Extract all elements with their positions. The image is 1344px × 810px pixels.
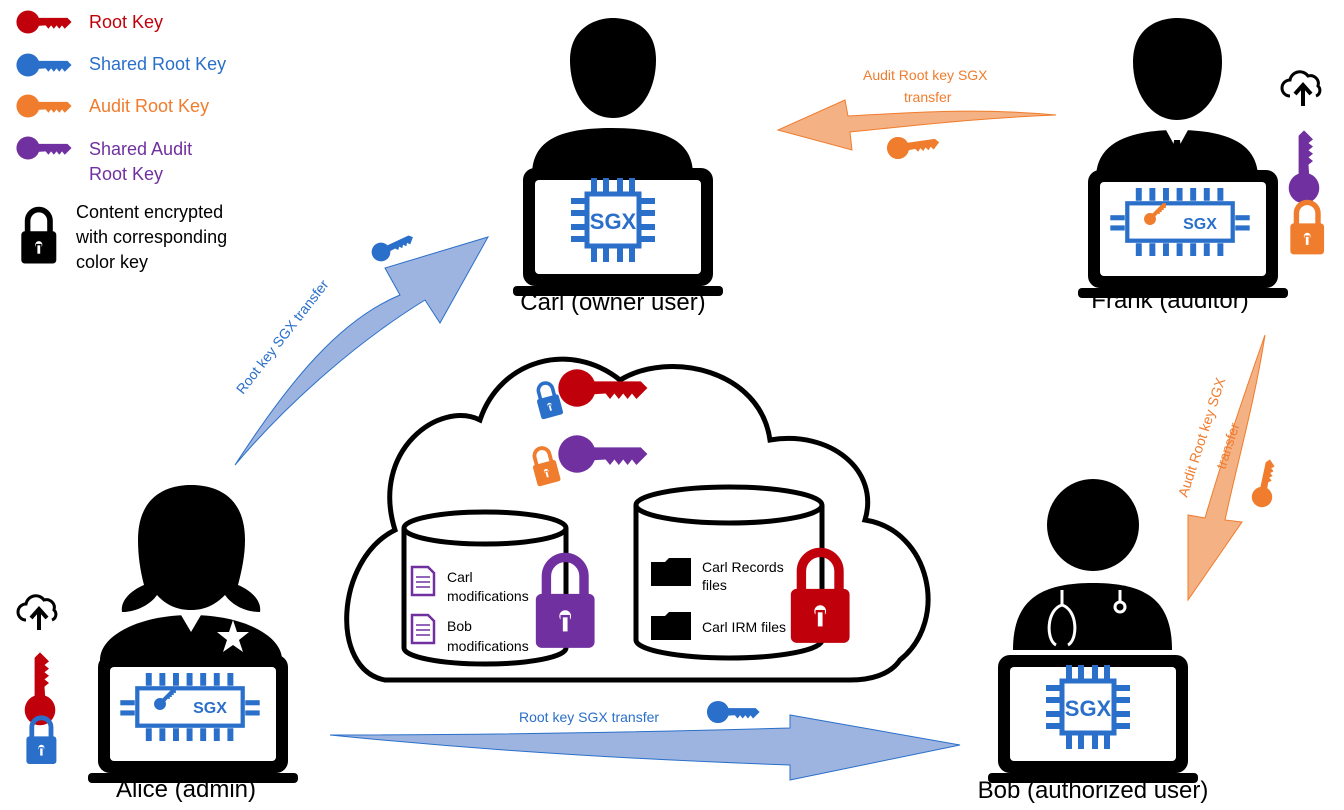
chip-label: SGX — [193, 700, 227, 717]
arrow-alice-to-carl — [234, 236, 490, 466]
frank-shared-audit-key-icon — [1288, 130, 1320, 204]
file-label: Carl Records — [702, 559, 784, 575]
key-icon-frank-to-bob — [1249, 457, 1280, 510]
chip-label: SGX — [1065, 696, 1112, 721]
person-label-frank: Frank (auditor) — [1091, 287, 1248, 314]
person-frank: SGX Frank (auditor) — [1078, 18, 1323, 314]
folder-icon — [651, 612, 691, 640]
file-label: Bob — [447, 618, 472, 634]
label-frank-to-carl-2: transfer — [904, 89, 952, 105]
legend-lock-label-3: color key — [76, 252, 148, 272]
person-label-alice: Alice (admin) — [116, 776, 256, 803]
arrow-frank-to-bob — [1187, 334, 1266, 602]
person-icon — [532, 18, 693, 175]
document-icon — [410, 565, 436, 597]
legend-lock-label-2: with corresponding — [75, 227, 227, 247]
cloud-upload-icon — [16, 593, 58, 632]
file-label: modifications — [447, 638, 529, 654]
arrow-alice-to-bob — [329, 714, 961, 781]
file-label: files — [702, 577, 727, 593]
legend-shared-root-key-icon — [16, 53, 72, 77]
laptop-icon — [88, 655, 298, 783]
label-alice-to-bob: Root key SGX transfer — [519, 709, 659, 725]
document-icon — [410, 613, 436, 645]
folder-icon — [651, 558, 691, 586]
legend-audit-root-key-icon — [16, 94, 72, 118]
cloud-upload-icon — [1280, 69, 1322, 108]
database-left — [401, 509, 569, 667]
person-label-carl: Carl (owner user) — [520, 289, 705, 316]
legend-shared-audit-root-key-icon — [16, 136, 72, 160]
alice-root-key-icon — [24, 652, 56, 726]
legend-audit-root-key-label: Audit Root Key — [89, 96, 209, 116]
key-icon-alice-to-carl — [368, 228, 417, 265]
person-icon — [1096, 18, 1258, 178]
person-icon — [1013, 479, 1172, 650]
key-icon-frank-to-carl — [885, 131, 941, 161]
file-label: Carl — [447, 569, 473, 585]
chip-label: SGX — [590, 209, 637, 234]
person-carl: SGX Carl (owner user) — [513, 18, 723, 316]
file-label: modifications — [447, 588, 529, 604]
legend-root-key-icon — [16, 10, 72, 34]
stethoscope-icon — [1047, 590, 1127, 647]
file-label: Carl IRM files — [702, 619, 786, 635]
legend-lock-icon — [22, 210, 56, 263]
frank-audit-lock-icon — [1291, 202, 1323, 253]
arrow-frank-to-carl — [776, 99, 1057, 151]
person-bob: SGX Bob (authorized user) — [978, 479, 1209, 804]
key-icon-alice-to-bob — [706, 700, 760, 724]
person-alice: SGX Alice (admin) — [16, 485, 298, 803]
chip-label: SGX — [1183, 216, 1217, 233]
legend-shared-audit-root-key-label-1: Shared Audit — [89, 139, 192, 159]
laptop-icon — [1078, 170, 1288, 298]
label-frank-to-carl-1: Audit Root key SGX — [863, 67, 988, 83]
legend: Root Key Shared Root Key Audit Root Key … — [16, 10, 227, 272]
legend-root-key-label: Root Key — [89, 12, 163, 32]
legend-lock-label-1: Content encrypted — [76, 202, 223, 222]
legend-shared-audit-root-key-label-2: Root Key — [89, 164, 163, 184]
legend-shared-root-key-label: Shared Root Key — [89, 54, 226, 74]
person-label-bob: Bob (authorized user) — [978, 777, 1209, 804]
person-icon — [100, 485, 282, 660]
